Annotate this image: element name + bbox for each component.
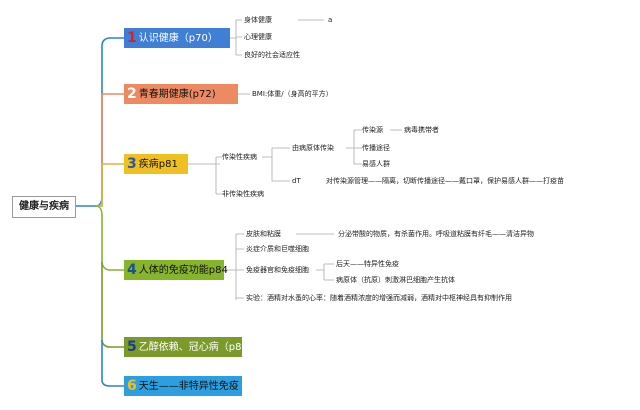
t4-experiment[interactable]: 实验：酒精对水蚤的心率：随着酒精浓度的增强而减弱，酒精对中枢神经具有抑制作用 bbox=[246, 294, 512, 302]
topic-5-label: 乙醇依赖、冠心病（p88.89） bbox=[138, 342, 274, 353]
t4-acquired[interactable]: 后天——特异性免疫 bbox=[336, 260, 399, 268]
t4-inflammation[interactable]: 炎症介质和巨噬细胞 bbox=[246, 245, 309, 253]
t1-item-mental[interactable]: 心理健康 bbox=[244, 33, 272, 41]
topic-4-label: 人体的免疫功能p84 bbox=[138, 265, 228, 276]
t1-item-physical[interactable]: 身体健康 bbox=[244, 16, 272, 24]
topic-2-number: 2 bbox=[127, 86, 137, 102]
topic-1-number: 1 bbox=[127, 30, 137, 46]
topic-6-number: 6 bbox=[127, 378, 137, 394]
t3-source[interactable]: 传染源 bbox=[362, 126, 383, 134]
t4-skin[interactable]: 皮肤和粘膜 bbox=[246, 230, 281, 238]
topic-3-number: 3 bbox=[127, 156, 137, 172]
topic-5-number: 5 bbox=[127, 339, 137, 355]
t3-non-infectious[interactable]: 非传染性疾病 bbox=[222, 190, 264, 198]
topic-2-label: 青春期健康(p72) bbox=[138, 89, 216, 100]
topic-3-label: 疾病p81 bbox=[138, 159, 178, 170]
t3-pathogen[interactable]: 由病原体传染 bbox=[292, 144, 334, 152]
t3-route[interactable]: 传播途径 bbox=[362, 144, 390, 152]
t4-organs[interactable]: 免疫器官和免疫细胞 bbox=[246, 266, 309, 274]
topic-4-number: 4 bbox=[127, 262, 137, 278]
t4-skin-desc[interactable]: 分泌带酸的物质，有杀菌作用。呼吸道粘膜有纤毛——清洁异物 bbox=[338, 230, 534, 238]
root-node[interactable]: 健康与疾病 bbox=[12, 196, 76, 218]
t3-measures[interactable]: 对传染源管理——隔离，切断传播途径——戴口罩，保护易感人群——打疫苗 bbox=[326, 177, 564, 185]
t3-dt[interactable]: dT bbox=[292, 177, 301, 185]
topic-6-label: 天生——非特异性免疫 bbox=[138, 381, 239, 392]
t3-infectious[interactable]: 传染性疾病 bbox=[222, 153, 257, 161]
t1-item-social[interactable]: 良好的社会适应性 bbox=[244, 51, 300, 59]
t3-carrier[interactable]: 病毒携带者 bbox=[404, 126, 439, 134]
t2-bmi[interactable]: BMI:体重/（身高的平方） bbox=[252, 90, 333, 98]
t3-susceptible[interactable]: 易感人群 bbox=[362, 160, 390, 168]
topic-1-label: 认识健康（p70） bbox=[138, 33, 218, 44]
topic-3-connector bbox=[188, 163, 212, 165]
t4-antigen[interactable]: 病原体（抗原）刺激淋巴细胞产生抗体 bbox=[336, 276, 455, 284]
t1-note[interactable]: a bbox=[328, 16, 333, 24]
